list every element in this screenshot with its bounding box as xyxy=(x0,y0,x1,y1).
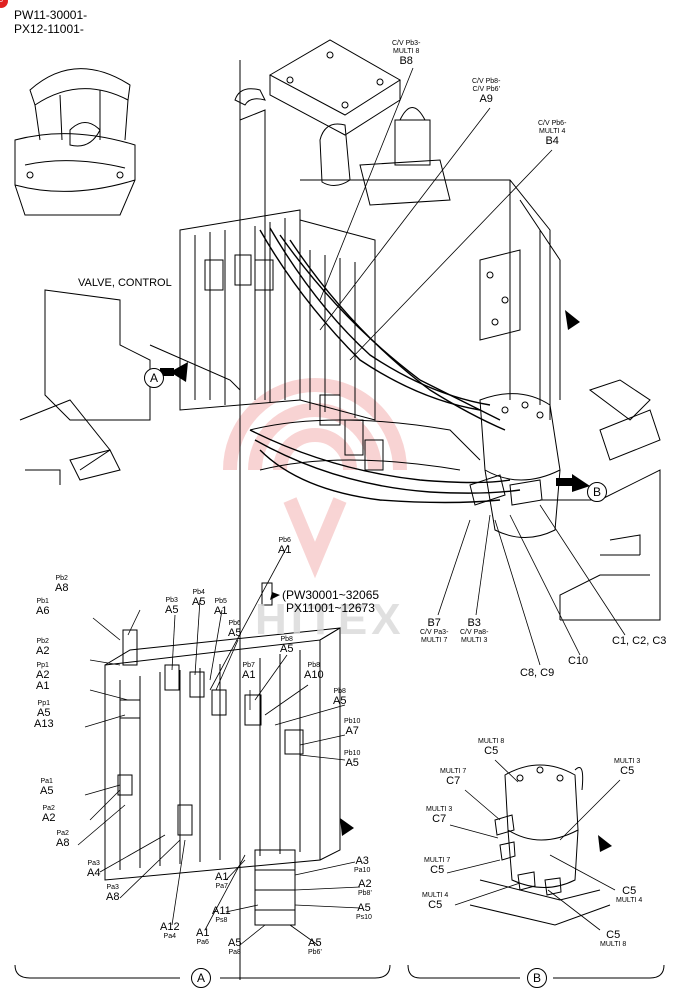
model-range-line1: PW11-30001- xyxy=(14,8,88,22)
label-c8-c9: C8, C9 xyxy=(520,667,555,679)
page-badge: 8 xyxy=(0,0,8,8)
view-b-caption: B xyxy=(527,968,547,988)
view-brackets xyxy=(14,964,665,979)
view-a-leaders xyxy=(77,544,361,946)
top-view-frame xyxy=(19,60,661,980)
label-c1-c2-c3: C1, C2, C3 xyxy=(612,635,667,647)
view-a-caption: A xyxy=(191,968,211,988)
top-control-valve xyxy=(179,209,384,471)
view-arrows[interactable] xyxy=(160,310,612,852)
top-hoses xyxy=(249,227,521,504)
label-c10: C10 xyxy=(568,655,589,667)
label-a9: C/V Pb8-C/V Pb6'A9 xyxy=(472,78,501,105)
serial-note-line2: PX11001~12673 xyxy=(286,601,375,615)
view-a-marker[interactable]: A xyxy=(144,368,164,388)
top-swivel-joint xyxy=(469,393,561,538)
serial-pointer xyxy=(270,592,280,600)
thumbnail-machine xyxy=(14,68,136,216)
view-b-leaders xyxy=(446,759,621,931)
top-leaders xyxy=(319,67,626,666)
view-b-marker[interactable]: B xyxy=(587,482,607,502)
model-range-line2: PX12-11001- xyxy=(14,22,84,36)
component-title: VALVE, CONTROL xyxy=(78,277,172,289)
top-pump-assembly xyxy=(234,39,521,341)
view-b-swivel-detail xyxy=(469,764,611,926)
view-a-valve-detail xyxy=(104,582,341,926)
watermark: HITEX xyxy=(255,595,405,644)
serial-note-line1: (PW30001~32065 xyxy=(282,588,380,602)
